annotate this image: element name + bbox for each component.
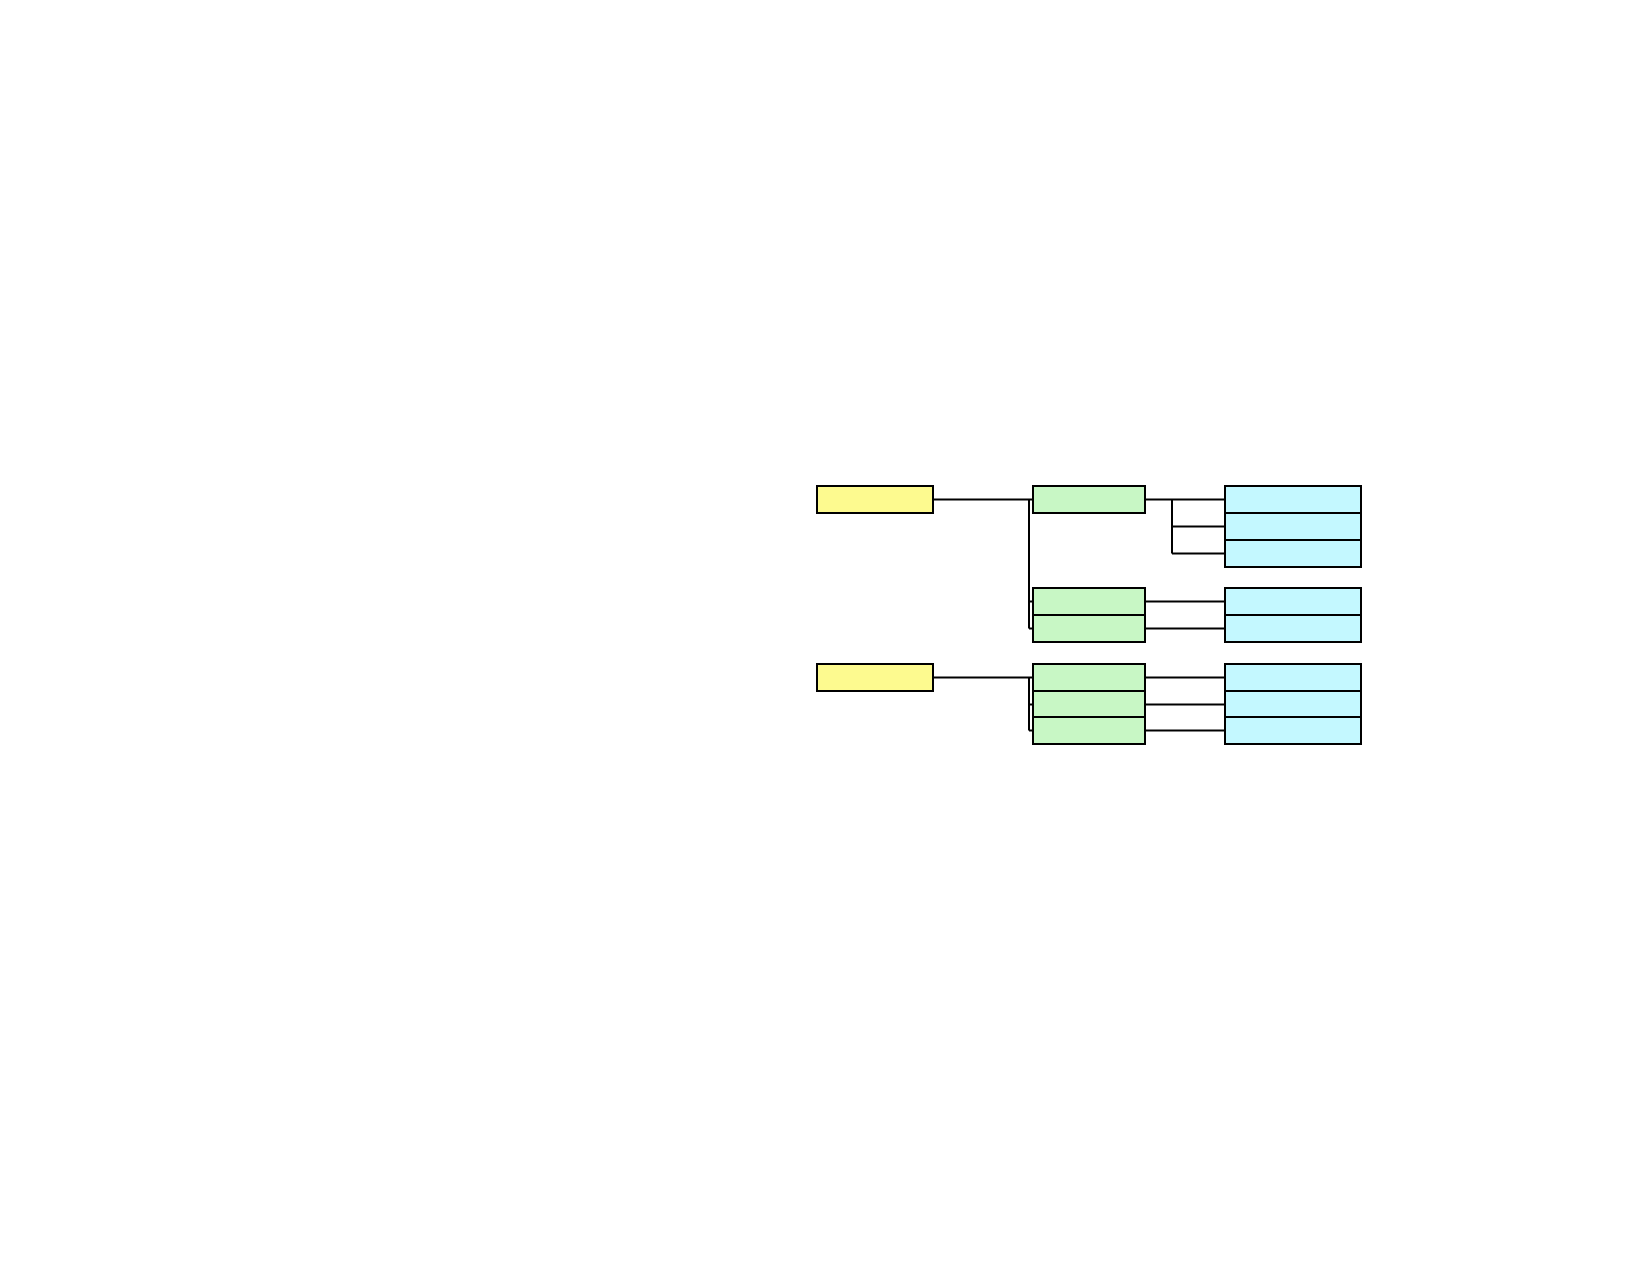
node-box[interactable] xyxy=(1224,690,1362,719)
node-root-t1-root[interactable] xyxy=(816,485,934,514)
node-leaf-t2-b3-l1[interactable] xyxy=(1224,716,1362,745)
node-branch-t2-b2[interactable] xyxy=(1032,690,1146,719)
node-box[interactable] xyxy=(1224,587,1362,616)
node-box[interactable] xyxy=(1032,716,1146,745)
node-box[interactable] xyxy=(1032,614,1146,643)
node-box[interactable] xyxy=(1224,663,1362,692)
node-box[interactable] xyxy=(1032,587,1146,616)
node-branch-t1-b3[interactable] xyxy=(1032,614,1146,643)
node-box[interactable] xyxy=(1224,716,1362,745)
node-branch-t1-b2[interactable] xyxy=(1032,587,1146,616)
node-leaf-t1-b1-l1[interactable] xyxy=(1224,485,1362,514)
node-box[interactable] xyxy=(816,485,934,514)
node-branch-t2-b1[interactable] xyxy=(1032,663,1146,692)
node-branch-t2-b3[interactable] xyxy=(1032,716,1146,745)
node-leaf-t1-b2-l1[interactable] xyxy=(1224,587,1362,616)
node-box[interactable] xyxy=(1224,512,1362,541)
node-box[interactable] xyxy=(816,663,934,692)
node-box[interactable] xyxy=(1224,539,1362,568)
node-box[interactable] xyxy=(1032,663,1146,692)
node-box[interactable] xyxy=(1224,614,1362,643)
node-leaf-t1-b1-l3[interactable] xyxy=(1224,539,1362,568)
node-leaf-t2-b2-l1[interactable] xyxy=(1224,690,1362,719)
node-box[interactable] xyxy=(1224,485,1362,514)
node-leaf-t1-b3-l1[interactable] xyxy=(1224,614,1362,643)
nodes-layer xyxy=(816,485,1362,745)
node-branch-t1-b1[interactable] xyxy=(1032,485,1146,514)
node-leaf-t1-b1-l2[interactable] xyxy=(1224,512,1362,541)
node-root-t2-root[interactable] xyxy=(816,663,934,692)
node-leaf-t2-b1-l1[interactable] xyxy=(1224,663,1362,692)
node-box[interactable] xyxy=(1032,485,1146,514)
connectors-layer xyxy=(933,498,1225,732)
node-box[interactable] xyxy=(1032,690,1146,719)
